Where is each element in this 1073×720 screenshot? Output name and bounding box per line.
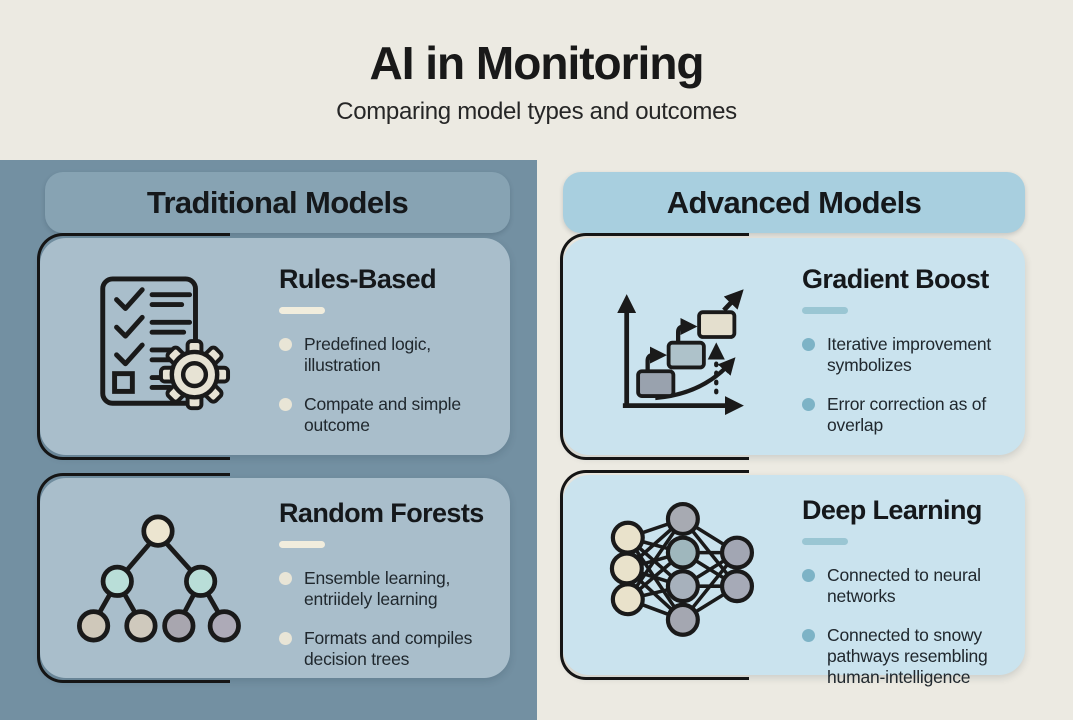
bullet-text: Ensemble learning, entriidely learning (304, 568, 451, 610)
traditional-models-header: Traditional Models (45, 172, 510, 233)
bullet-text: Error correction as of overlap (827, 393, 986, 436)
card-random-forests: Random Forests Ensemble learning, entrii… (37, 473, 510, 683)
bullet-dot (802, 628, 815, 642)
page-title: AI in Monitoring (369, 37, 704, 89)
bullet-dot (802, 338, 815, 351)
page-header: AI in Monitoring Comparing model types a… (0, 0, 1073, 160)
neural-network-icon (563, 475, 798, 675)
advanced-models-header: Advanced Models (563, 172, 1025, 233)
card-title: Gradient Boost (802, 264, 989, 294)
checklist-gear-icon (40, 238, 275, 455)
decision-tree-icon (40, 478, 275, 678)
advanced-models-header-label: Advanced Models (666, 184, 922, 220)
card-deep-learning: Deep Learning Connected to neural networ… (560, 470, 1025, 687)
bullet-text: Compate and simple outcome (304, 393, 461, 436)
bullet-item: Connected to snowy pathways resembling h… (802, 625, 1013, 689)
card-title: Deep Learning (802, 495, 982, 525)
bullet-item: Formats and compiles decision trees (279, 628, 498, 671)
bullet-text: Iterative improvement symbolizes (827, 334, 992, 376)
card-title: Rules-Based (279, 264, 437, 294)
title-underline (802, 538, 848, 545)
card-gradient-boost: Gradient Boost Iterative improvement sym… (560, 233, 1025, 460)
bullet-item: Compate and simple outcome (279, 394, 498, 437)
bullet-dot (802, 569, 815, 582)
title-underline (279, 541, 325, 548)
bullet-dot (279, 572, 292, 585)
bullet-text: Connected to snowy pathways resembling h… (827, 624, 988, 688)
bullet-text: Connected to neural networks (827, 565, 981, 607)
bullet-item: Predefined logic, illustration (279, 334, 498, 377)
bullet-dot (279, 397, 292, 411)
title-underline (279, 307, 325, 314)
bullet-item: Error correction as of overlap (802, 394, 1013, 437)
bullet-item: Ensemble learning, entriidely learning (279, 568, 498, 611)
bullet-dot (279, 338, 292, 351)
page-subtitle: Comparing model types and outcomes (336, 98, 737, 125)
bullet-dot (279, 631, 292, 645)
bullet-text: Formats and compiles decision trees (304, 627, 473, 670)
bullet-dot (802, 397, 815, 411)
card-title: Random Forests (279, 498, 484, 528)
traditional-models-header-label: Traditional Models (146, 184, 409, 220)
bullet-item: Connected to neural networks (802, 565, 1013, 608)
title-underline (802, 307, 848, 314)
gradient-boost-chart-icon (563, 238, 798, 455)
card-rules-based: Rules-Based Predefined logic, illustrati… (37, 233, 510, 460)
bullet-item: Iterative improvement symbolizes (802, 334, 1013, 377)
bullet-text: Predefined logic, illustration (304, 334, 431, 376)
